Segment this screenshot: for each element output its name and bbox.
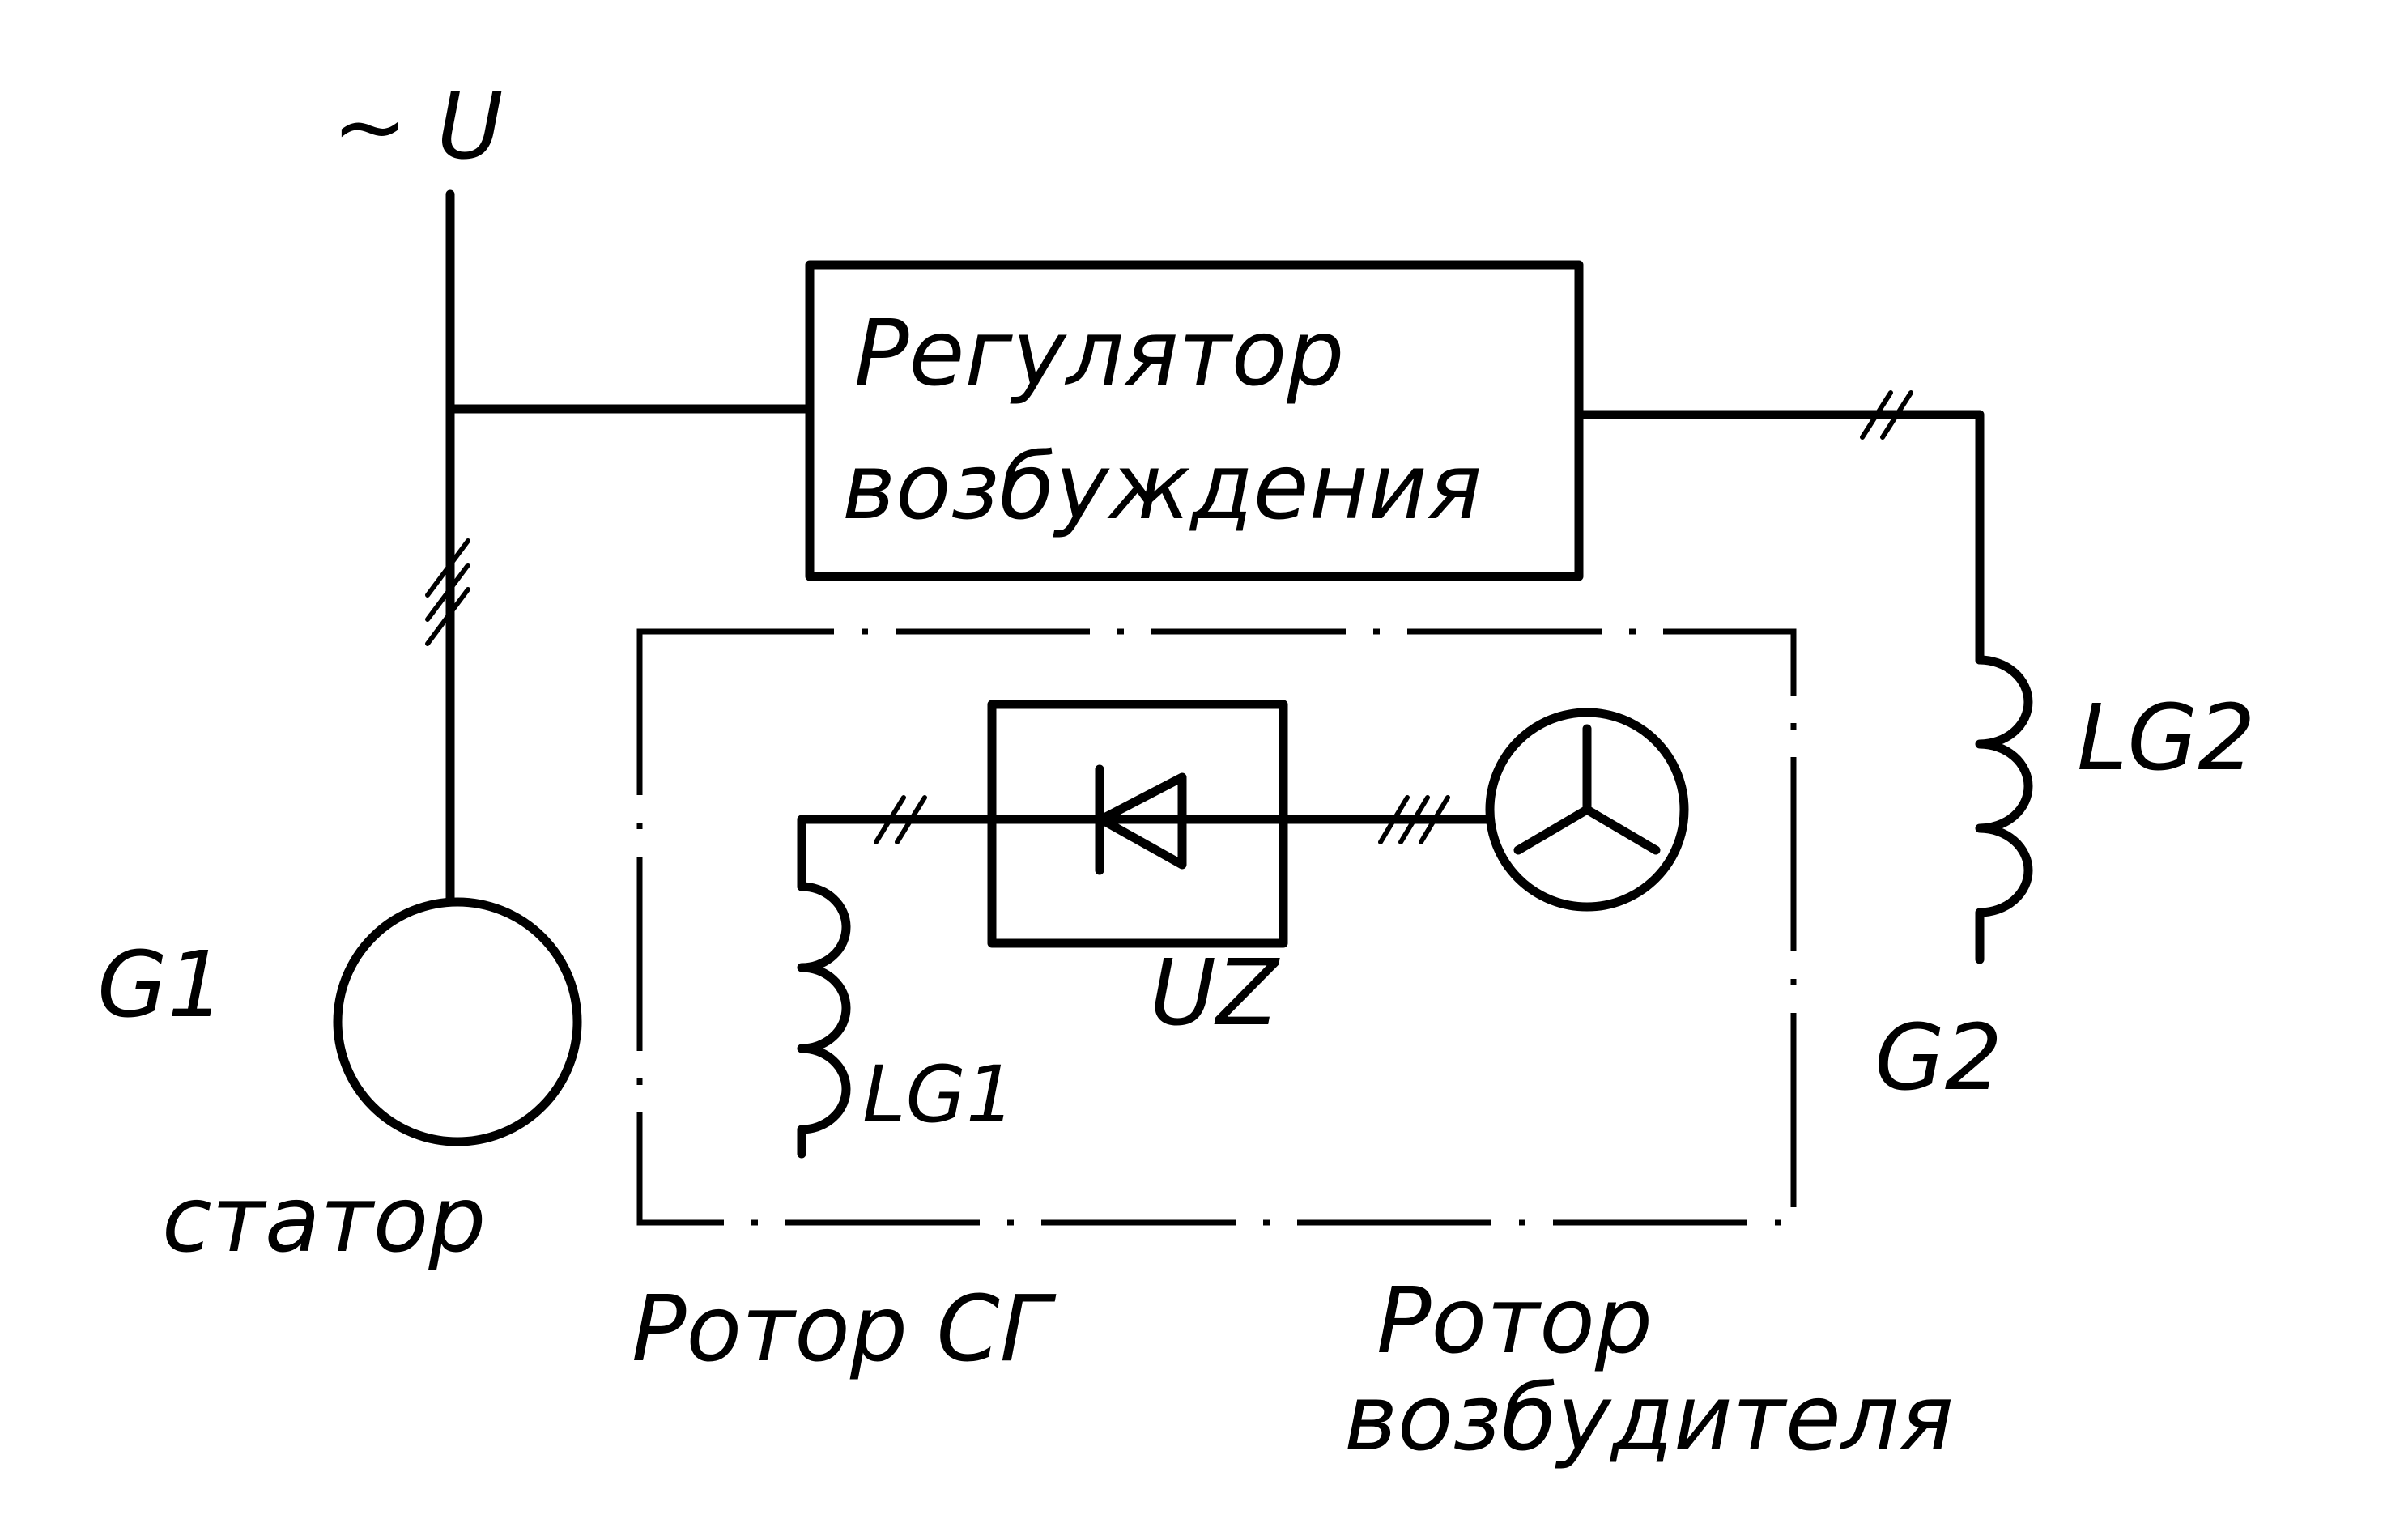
rotor-sg-label: Ротор СГ: [632, 1277, 1057, 1382]
supply-bus-three-phase-marks: [425, 538, 470, 646]
lg2-feed-two-phase-marks: [1860, 390, 1913, 440]
rotor-exciter-label-line2: возбудителя: [1344, 1366, 1954, 1471]
g2-label: G2: [1874, 1006, 2002, 1111]
lg1-to-uz-wire: [797, 815, 997, 891]
lg1-feed-two-phase-marks: [874, 795, 927, 844]
regulator-label-line1: Регулятор: [854, 301, 1344, 406]
stator-label: статор: [162, 1168, 486, 1273]
supply-voltage-label: ~ U: [332, 74, 503, 180]
rotor-exciter-label-line1: Ротор: [1376, 1269, 1653, 1374]
regulator-to-lg2-wire: [1574, 410, 1985, 665]
lg2-label: LG2: [2077, 686, 2255, 791]
exciter-armature-star-symbol: [1485, 708, 1689, 912]
lg1-winding-coil: [797, 882, 851, 1159]
exciter-feed-three-phase-marks: [1378, 795, 1450, 844]
g1-label: G1: [97, 933, 225, 1038]
rotor-dash-dot-enclosure: [636, 628, 1797, 1226]
regulator-label-line2: возбуждения: [842, 435, 1482, 540]
excitation-regulator-block: [805, 260, 1584, 581]
uz-label: UZ: [1150, 941, 1280, 1046]
lg2-winding-coil: [1975, 655, 2033, 964]
g1-stator-generator-symbol: [333, 897, 582, 1146]
lg1-label: LG1: [862, 1049, 1015, 1140]
